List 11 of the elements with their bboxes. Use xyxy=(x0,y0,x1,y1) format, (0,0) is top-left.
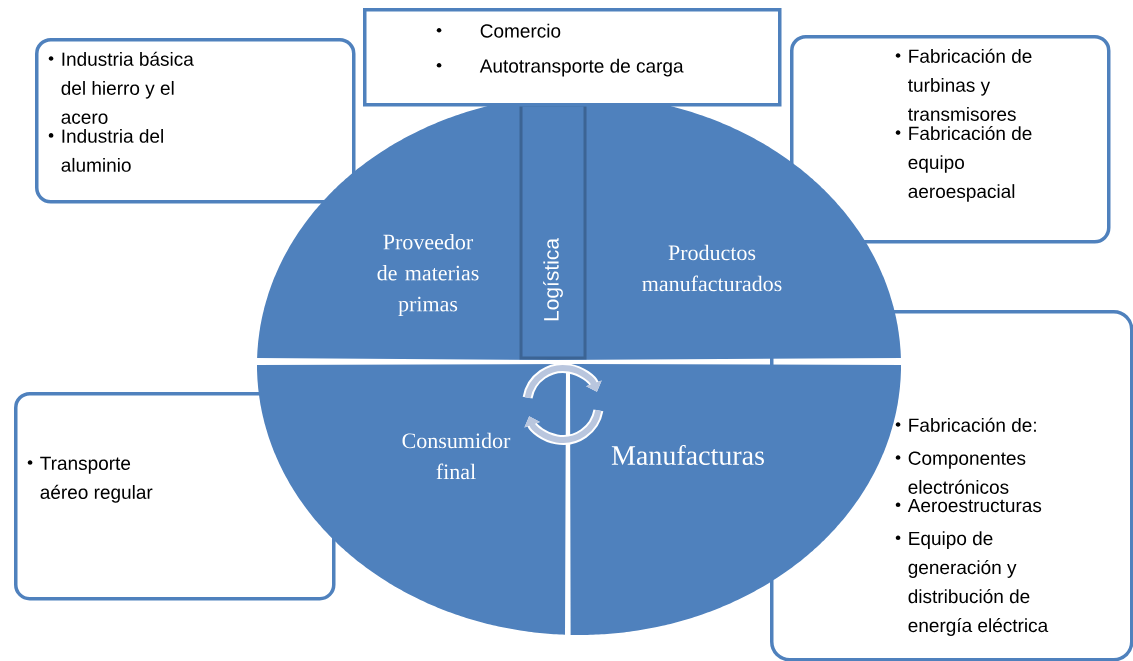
arrow xyxy=(522,363,602,399)
node-label: Proveedor de materias primas xyxy=(377,234,479,316)
text-box: Industria básica del hierro y el acero Industria del aluminio xyxy=(35,38,356,204)
label-bar: Logística xyxy=(519,103,587,360)
text-box: Transporte aéreo regular xyxy=(14,392,336,601)
node-label: Productos manufacturados xyxy=(642,244,782,292)
quadrant-segment: Consumidor final xyxy=(257,364,566,635)
quadrant-segment: Manufacturas xyxy=(570,364,901,635)
text-box: Fabricación de turbinas y transmisores Fabricación de equipo aeroespacial xyxy=(790,35,1111,244)
text-box: Comercio Autotransporte de carga xyxy=(363,8,782,107)
arrow xyxy=(524,409,604,445)
